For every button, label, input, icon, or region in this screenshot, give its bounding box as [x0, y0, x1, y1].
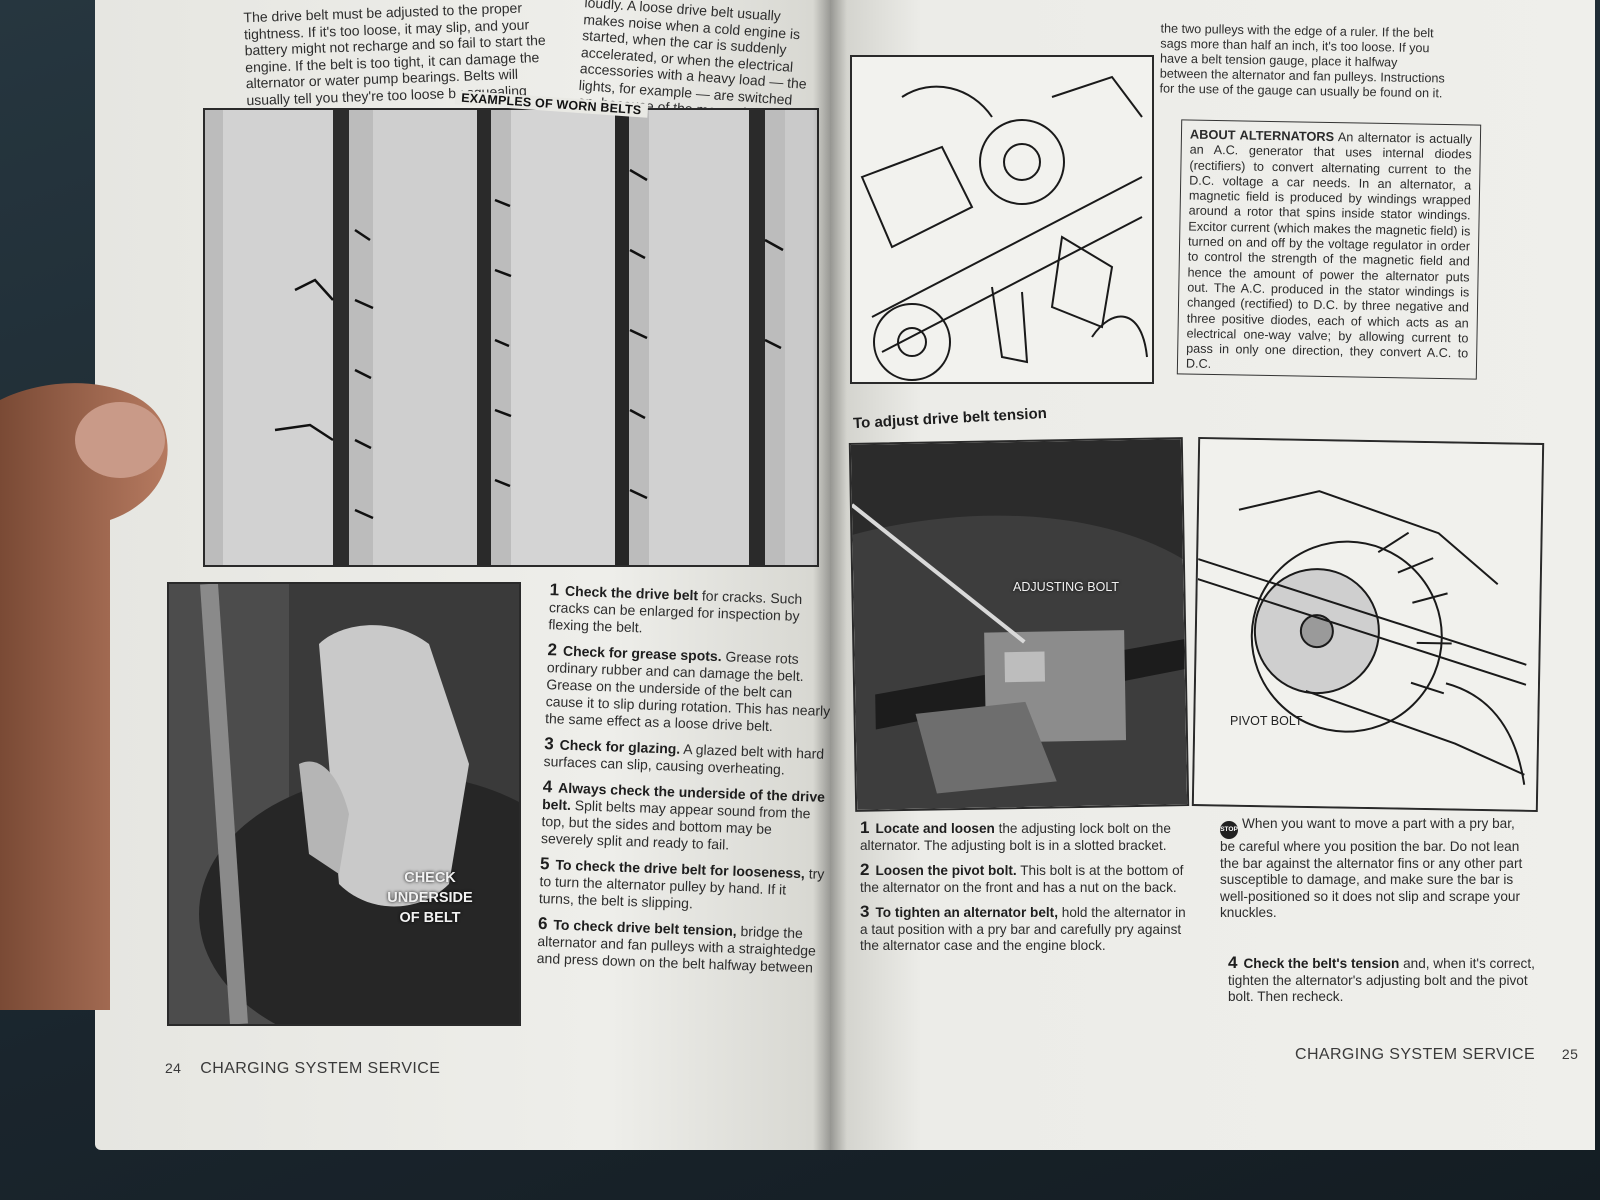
adjusting-bolt-photo-image [850, 439, 1188, 810]
check-underside-photo [167, 582, 521, 1026]
section-heading: To adjust drive belt tension [852, 404, 1048, 433]
adjusting-bolt-label: ADJUSTING BOLT [1013, 580, 1120, 594]
about-alternators-sidebar: ABOUT ALTERNATORS An alternator is actua… [1176, 119, 1482, 380]
right-page: the two pulleys with the edge of a ruler… [830, 0, 1595, 1150]
right-page-footer: CHARGING SYSTEM SERVICE 25 [1295, 1046, 1578, 1064]
right-page-number: 25 [1561, 1046, 1579, 1062]
pivot-bolt-illustration [1193, 439, 1543, 810]
pivot-bolt-label: PIVOT BOLT [1230, 714, 1303, 728]
worn-belts-illustration [205, 110, 817, 565]
adjusting-bolt-photo [848, 437, 1190, 812]
thumb [0, 383, 168, 1010]
book-gutter [813, 0, 847, 1150]
left-page: The drive belt must be adjusted to the p… [95, 0, 830, 1150]
sidebar-body: An alternator is actually an A.C. genera… [1185, 130, 1473, 372]
open-book: The drive belt must be adjusted to the p… [95, 0, 1595, 1160]
belt-underside-photo [169, 584, 519, 1024]
stop-icon: STOP [1220, 821, 1238, 839]
check-underside-label: CHECK UNDERSIDE OF BELT [387, 870, 473, 926]
intro-text-1: The drive belt must be adjusted to the p… [243, 0, 546, 108]
right-top-text: the two pulleys with the edge of a ruler… [1159, 21, 1448, 109]
left-footer-title: CHARGING SYSTEM SERVICE [200, 1060, 441, 1077]
right-footer-title: CHARGING SYSTEM SERVICE [1295, 1046, 1536, 1063]
sidebar-title: ABOUT ALTERNATORS [1189, 126, 1335, 145]
worn-belts-figure [203, 108, 819, 567]
alternator-line-drawing [852, 57, 1152, 382]
alternator-drawing-figure [850, 55, 1154, 384]
left-page-footer: 24 CHARGING SYSTEM SERVICE [165, 1060, 440, 1078]
pivot-bolt-figure [1191, 437, 1545, 812]
left-page-number: 24 [165, 1060, 182, 1076]
belt-sag-text: the two pulleys with the edge of a ruler… [1159, 21, 1445, 101]
